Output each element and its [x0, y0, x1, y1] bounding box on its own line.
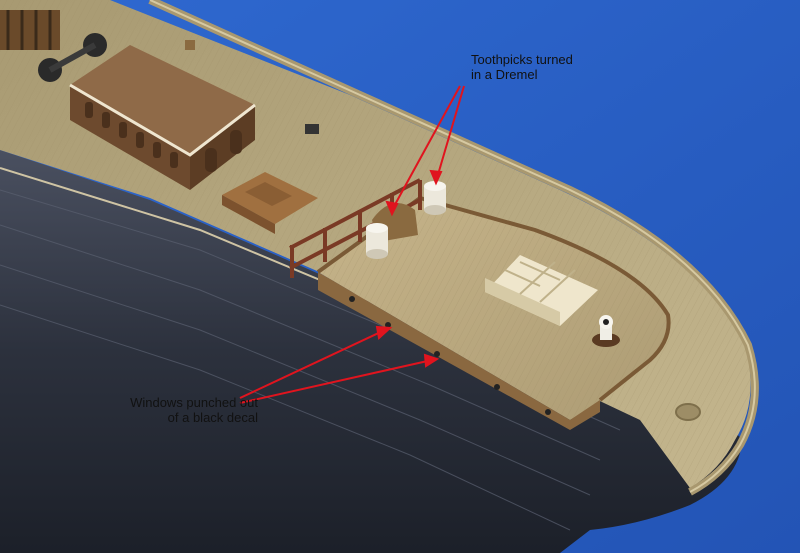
- stanchion-right: [424, 181, 446, 215]
- capstan: [592, 315, 620, 347]
- windlass: [0, 10, 107, 82]
- hawse-hole: [675, 403, 701, 421]
- forecastle-skylight: [485, 255, 598, 326]
- deck-hatch: [222, 172, 318, 234]
- stanchion-left: [366, 223, 388, 259]
- hull: [0, 150, 742, 553]
- windows-annotation-label: Windows punched out of a black decal: [130, 395, 258, 425]
- toothpicks-annotation-label: Toothpicks turned in a Dremel: [471, 52, 573, 82]
- forecastle-windows: [349, 296, 551, 415]
- deck-bitt: [305, 124, 319, 134]
- windows-arrows: [239, 325, 440, 404]
- deckhouse: [69, 45, 256, 190]
- toothpicks-arrows: [385, 85, 465, 217]
